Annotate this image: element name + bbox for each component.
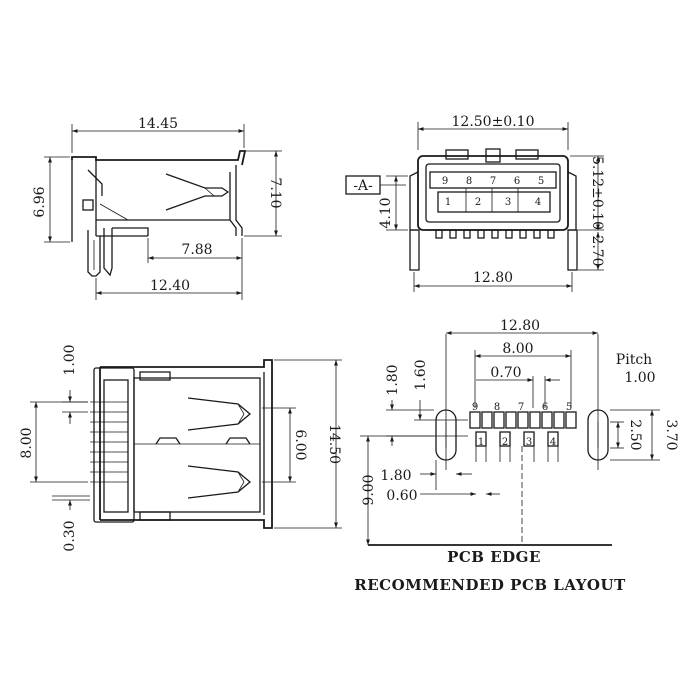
dim-top-pin-spacing: 1.00: [62, 344, 78, 375]
front-pin-label: 4: [535, 197, 541, 208]
dim-pcb-slot-len: 3.70: [663, 419, 679, 450]
top-view: 1.00 8.00 0.30 6.00 14.50: [19, 344, 342, 552]
front-pin-label: 8: [466, 176, 472, 187]
front-pin-label: 5: [538, 176, 544, 187]
dim-pcb-offset-b: 1.60: [413, 359, 429, 390]
front-view: 9 8 7 6 5 1 2 3 4 -A- 12.50±0.10 5.12±0.…: [345, 114, 605, 292]
dim-pcb-hole-len: 2.50: [627, 419, 643, 450]
dim-side-post-offset: 7.88: [181, 242, 212, 258]
pcb-pitch-label: Pitch: [616, 352, 652, 368]
dim-pcb-pin-span: 8.00: [502, 341, 533, 357]
dim-top-slot-width: 6.00: [292, 429, 308, 460]
pcb-footprint: [368, 400, 612, 546]
pcb-pin-label: 4: [550, 437, 556, 448]
dim-pcb-edge-distance: 9.00: [361, 474, 377, 505]
dim-front-height: 5.12±0.10: [589, 156, 605, 230]
pcb-pin-label: 1: [478, 437, 484, 448]
pcb-pin-label: 2: [502, 437, 508, 448]
front-pin-label: 7: [490, 176, 496, 187]
dim-side-length: 14.45: [138, 116, 178, 132]
dim-pcb-pad-width: 0.60: [386, 488, 417, 504]
dim-side-height: 6.96: [32, 186, 48, 217]
dim-front-leg: 2.70: [589, 235, 605, 266]
top-view-outline: [90, 359, 273, 529]
dim-pcb-hole-span: 12.80: [500, 318, 540, 334]
dim-front-width: 12.50±0.10: [452, 114, 535, 130]
pcb-pin-label: 3: [526, 437, 532, 448]
front-pin-label: 3: [505, 197, 511, 208]
front-pin-label: 6: [514, 176, 520, 187]
side-view-outline: [71, 150, 247, 277]
pcb-pin-label: 5: [566, 402, 572, 413]
front-pin-label: 2: [475, 197, 481, 208]
pcb-layout-title: RECOMMENDED PCB LAYOUT: [354, 576, 626, 594]
dim-top-depth: 14.50: [326, 424, 342, 464]
dim-top-thickness: 0.30: [62, 520, 78, 551]
dim-side-base-length: 12.40: [150, 278, 190, 294]
front-pin-label: 9: [442, 176, 448, 187]
pcb-pin-label: 7: [518, 402, 524, 413]
dim-pcb-offset-a: 1.80: [385, 364, 401, 395]
side-view: 14.45 6.96 7.10 7.88 12.40: [32, 116, 283, 300]
dim-side-overall-height: 7.10: [267, 177, 283, 208]
datum-label: -A-: [353, 178, 373, 194]
front-pin-label: 1: [445, 197, 451, 208]
dim-pcb-row-gap: 1.80: [380, 468, 411, 484]
dim-pcb-pitch-half: 0.70: [490, 365, 521, 381]
dim-front-leg-span: 12.80: [473, 270, 513, 286]
dim-top-pin-span: 8.00: [19, 427, 35, 458]
dim-front-upper-height: 4.10: [378, 197, 394, 228]
pcb-pitch-value: 1.00: [624, 370, 655, 386]
pcb-layout-view: 9 8 7 6 5 1 2 3 4 12.80 8.00 0.70 Pitch …: [354, 318, 679, 594]
front-view-outline: [409, 148, 578, 271]
pcb-edge-label: PCB EDGE: [447, 548, 541, 566]
pcb-pin-label: 8: [494, 402, 500, 413]
